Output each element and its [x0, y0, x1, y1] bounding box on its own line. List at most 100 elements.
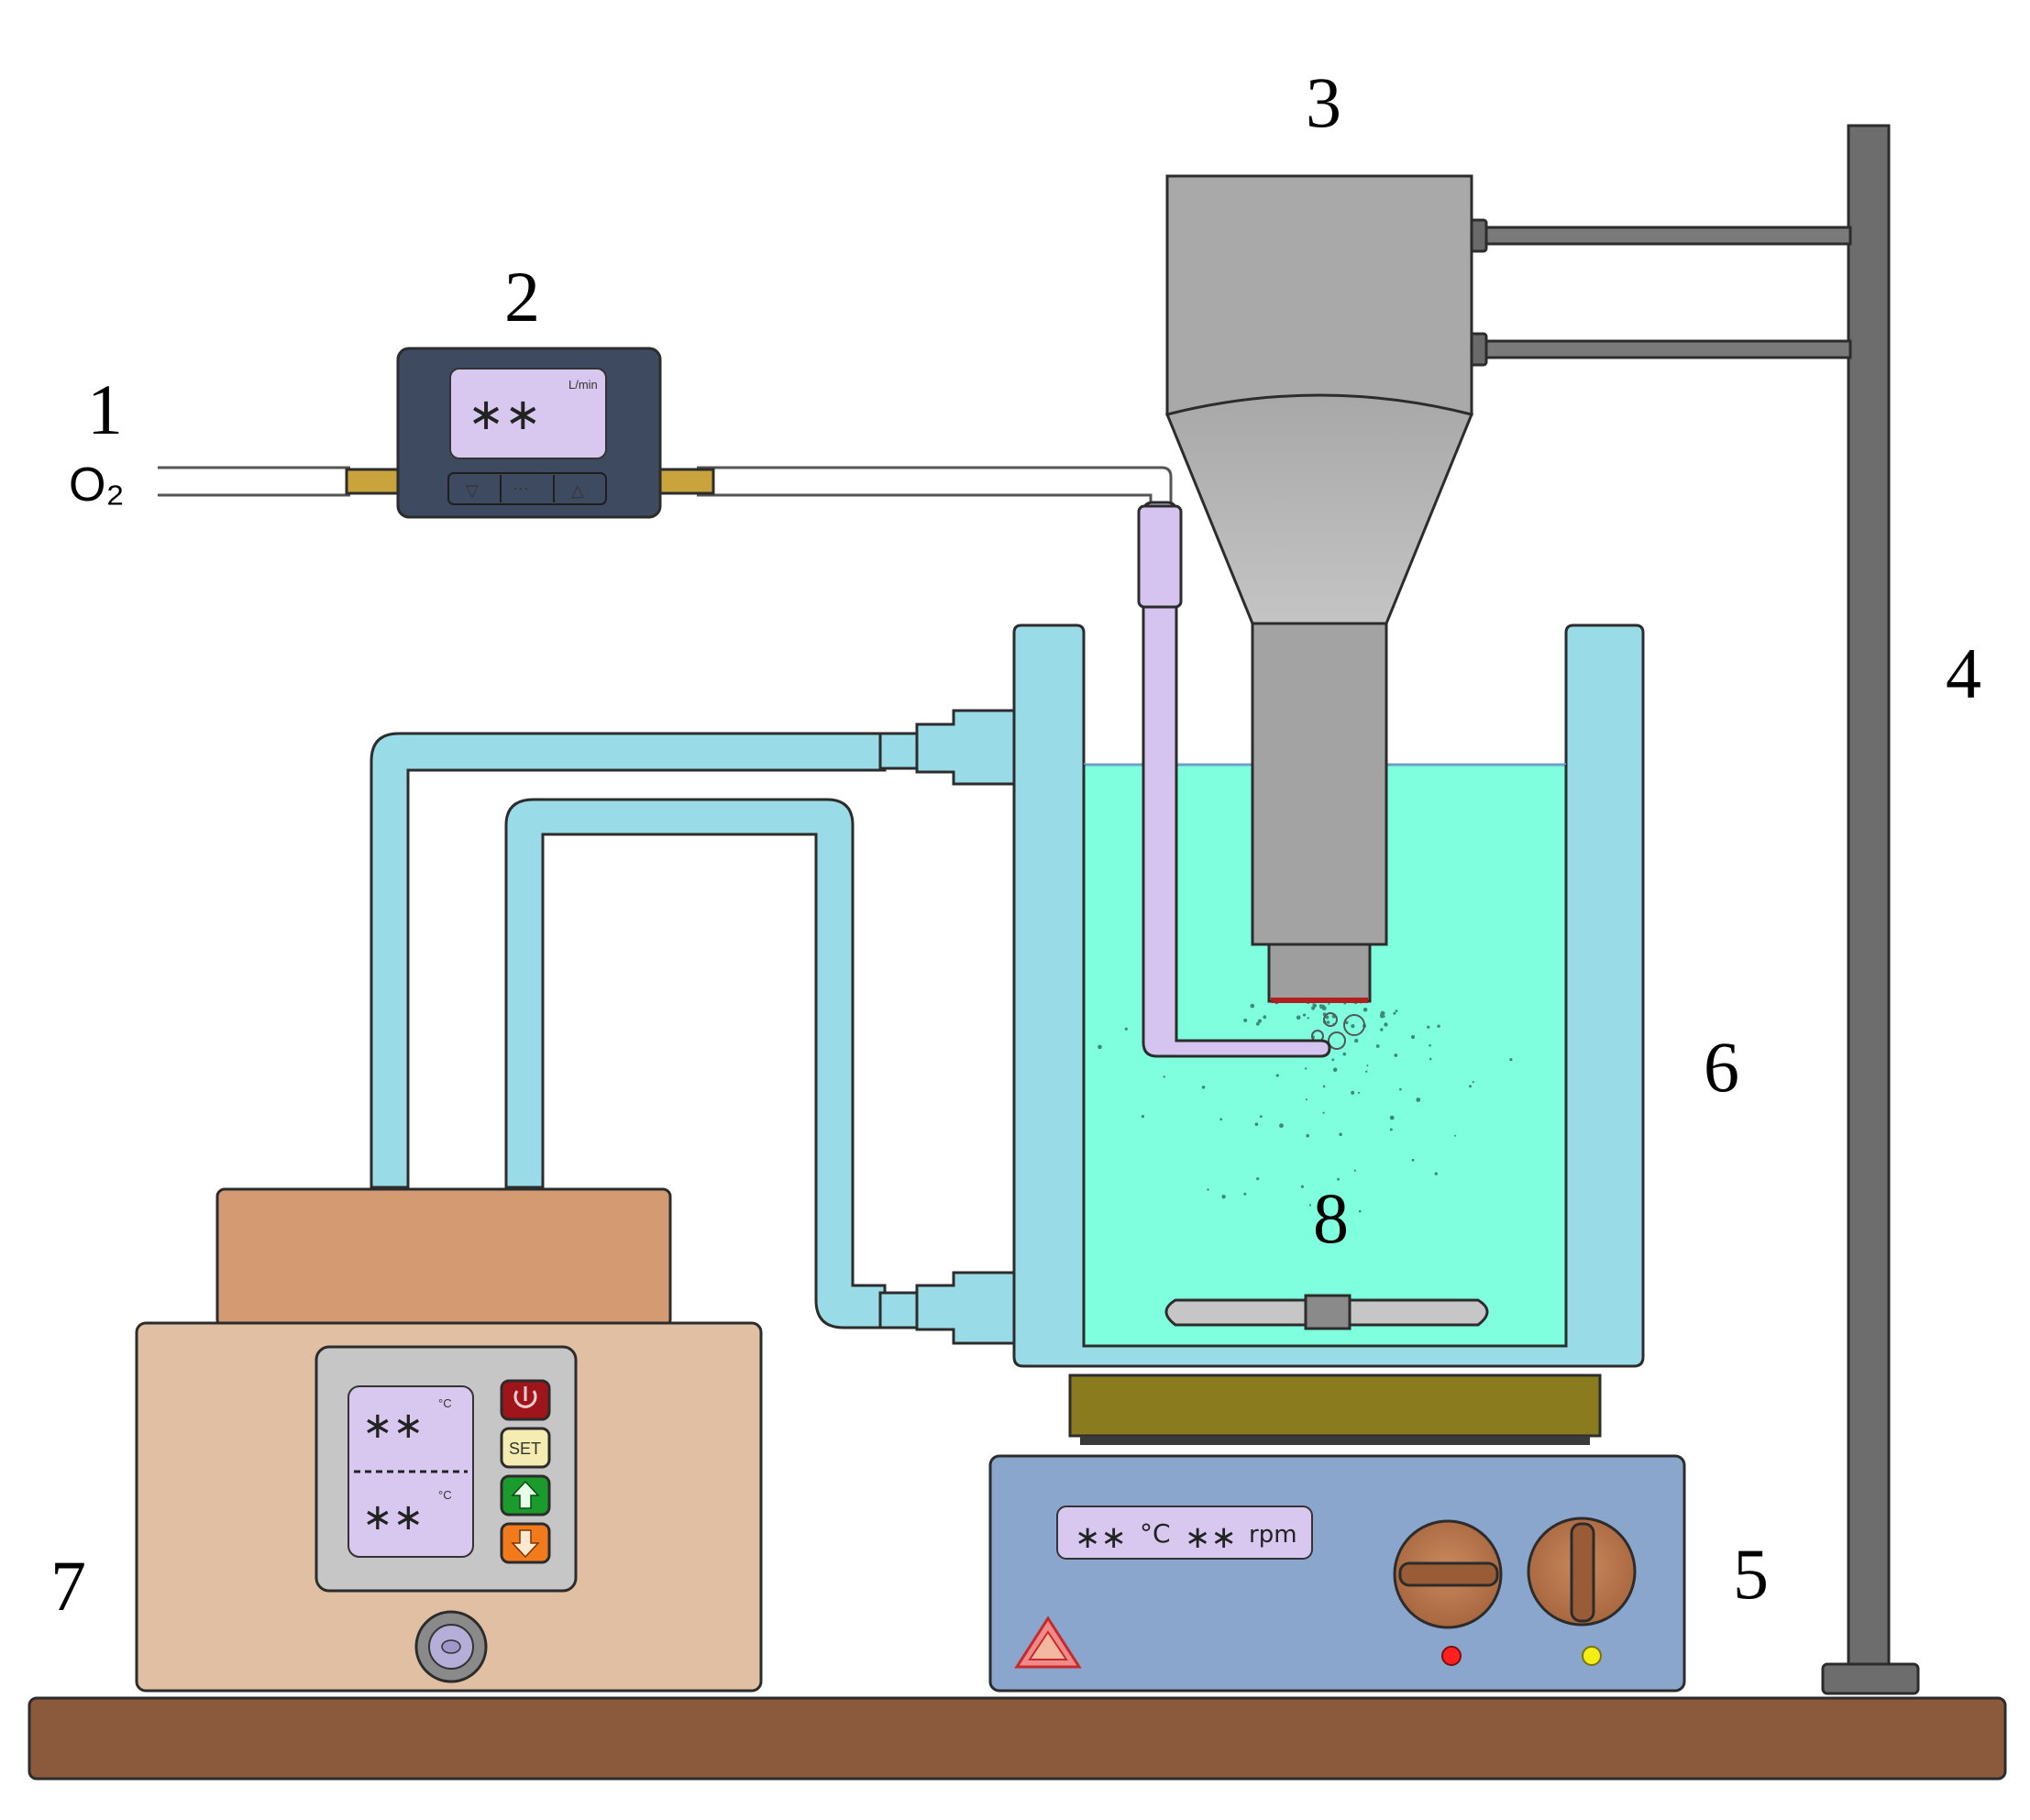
flowmeter-inlet-fitting: [345, 468, 402, 495]
probe-tip: [1267, 943, 1372, 1003]
bath-display-actual: ∗∗: [362, 1496, 424, 1539]
micro-bubble: [1472, 1081, 1474, 1084]
jacket-nozzle-bottom: [915, 1271, 1020, 1345]
stir-indicator-light: [1582, 1646, 1602, 1666]
micro-bubble: [1331, 1058, 1335, 1062]
micro-bubble: [1124, 1027, 1128, 1031]
micro-bubble: [1207, 1188, 1209, 1191]
micro-bubble: [1263, 1015, 1267, 1020]
magnetic-stirrer-hotplate: ∗∗ °C ∗∗ rpm: [988, 1373, 1686, 1693]
oxygen-outlet-tube: [697, 466, 1173, 513]
speed-knob[interactable]: [1527, 1517, 1637, 1627]
micro-bubble: [1395, 1009, 1398, 1012]
temperature-knob[interactable]: [1393, 1519, 1503, 1629]
micro-bubble: [1394, 1053, 1398, 1057]
hotplate-plate-shadow: [1080, 1436, 1590, 1445]
bath-down-button[interactable]: [500, 1522, 551, 1564]
reactor-jacket: [1012, 623, 1645, 1368]
probe-shaft: [1251, 622, 1388, 946]
flowmeter-display-value: ∗∗: [468, 389, 541, 440]
micro-bubble: [1357, 1091, 1361, 1094]
micro-bubble: [1307, 1017, 1310, 1020]
micro-bubble: [1429, 1044, 1431, 1047]
micro-bubble: [1300, 1185, 1304, 1188]
micro-bubble: [1141, 1115, 1144, 1119]
stir-bar: [1164, 1294, 1489, 1330]
micro-bubble: [1303, 1013, 1307, 1017]
stand-rod: [1847, 124, 1891, 1682]
lab-bench: [28, 1696, 2007, 1781]
hotplate-temp-value: ∗∗: [1075, 1519, 1127, 1556]
micro-bubble: [1332, 1067, 1338, 1072]
stand-base: [1821, 1662, 1920, 1695]
bath-up-button[interactable]: [500, 1474, 551, 1517]
bath-drain-valve[interactable]: [414, 1610, 488, 1683]
micro-bubble: [1410, 1034, 1416, 1040]
micro-bubble: [1509, 1058, 1513, 1062]
micro-bubble: [1469, 1085, 1472, 1088]
flowmeter-down-button[interactable]: ▽: [466, 481, 479, 500]
micro-bubble: [1353, 1169, 1356, 1172]
micro-bubble: [1321, 1006, 1327, 1011]
bath-lid: [215, 1187, 672, 1329]
hotplate-temp-unit: °C: [1140, 1518, 1171, 1549]
hotplate-speed-value: ∗∗: [1185, 1519, 1237, 1556]
micro-bubble: [1254, 1122, 1259, 1126]
bath-display-setpoint: ∗∗: [362, 1405, 424, 1447]
label-7-water-bath: 7: [50, 1546, 86, 1626]
micro-bubble: [1337, 1177, 1340, 1181]
flowmeter-unit-label: L/min: [568, 378, 598, 392]
bath-power-button[interactable]: [500, 1379, 551, 1421]
micro-bubble: [1257, 1019, 1262, 1023]
micro-bubble: [1434, 1172, 1439, 1175]
inner-hose: [504, 798, 887, 1329]
micro-bubble: [1312, 1003, 1317, 1008]
hotplate-speed-unit: rpm: [1249, 1521, 1297, 1549]
micro-bubble: [1342, 1052, 1347, 1056]
micro-bubble: [1363, 1007, 1368, 1012]
hotplate-display: [1056, 1506, 1313, 1560]
micro-bubble: [1322, 1111, 1325, 1114]
bubble: [1328, 1031, 1346, 1050]
bath-set-button[interactable]: SET: [500, 1427, 551, 1469]
power-icon: [513, 1386, 537, 1408]
bath-unit-bottom: °C: [438, 1488, 452, 1502]
micro-bubble: [1259, 1115, 1263, 1119]
flowmeter-display: [449, 368, 607, 459]
circulation-tubing: [370, 709, 1020, 1345]
micro-bubble: [1221, 1195, 1226, 1199]
label-4-stand: 4: [1946, 634, 1981, 713]
jacket-nozzle-top: [915, 709, 1020, 786]
up-arrow-icon: [511, 1480, 540, 1509]
micro-bubble: [1219, 1118, 1223, 1121]
label-5-hotplate: 5: [1733, 1534, 1769, 1614]
micro-bubble: [1354, 1038, 1359, 1043]
hotplate-top-plate: [1068, 1373, 1602, 1438]
micro-bubble: [1098, 1044, 1102, 1050]
oxygen-line: [158, 466, 1331, 1058]
micro-bubble: [1279, 1123, 1284, 1129]
micro-bubble: [1306, 1133, 1309, 1138]
flowmeter-outlet-fitting: [658, 468, 715, 495]
clamp-arm-upper: [1482, 226, 1852, 246]
micro-bubble: [1358, 1209, 1362, 1213]
probe-tip-emitter: [1271, 998, 1368, 1003]
micro-bubble: [1399, 1087, 1402, 1091]
micro-bubble: [1322, 1085, 1326, 1088]
micro-bubble: [1384, 1022, 1388, 1027]
micro-bubble: [1389, 1115, 1395, 1120]
flowmeter-up-button[interactable]: △: [571, 481, 584, 500]
micro-bubble: [1375, 1044, 1380, 1048]
flowmeter-menu-button[interactable]: ···: [513, 479, 529, 497]
retort-stand: [1466, 124, 1920, 1695]
probe-horn: [1164, 393, 1474, 625]
heat-indicator-light: [1441, 1646, 1462, 1666]
label-3-ultrasonic-probe: 3: [1306, 62, 1341, 142]
flowmeter-button-strip: [447, 472, 607, 505]
ultrasonic-probe: [1164, 174, 1474, 1003]
micro-bubble: [1365, 1070, 1368, 1073]
clamp-arm-lower: [1482, 339, 1852, 359]
gas-flowmeter: ∗∗ L/min ▽ ··· △: [345, 347, 715, 519]
sparger-tube-cap: [1137, 504, 1183, 609]
